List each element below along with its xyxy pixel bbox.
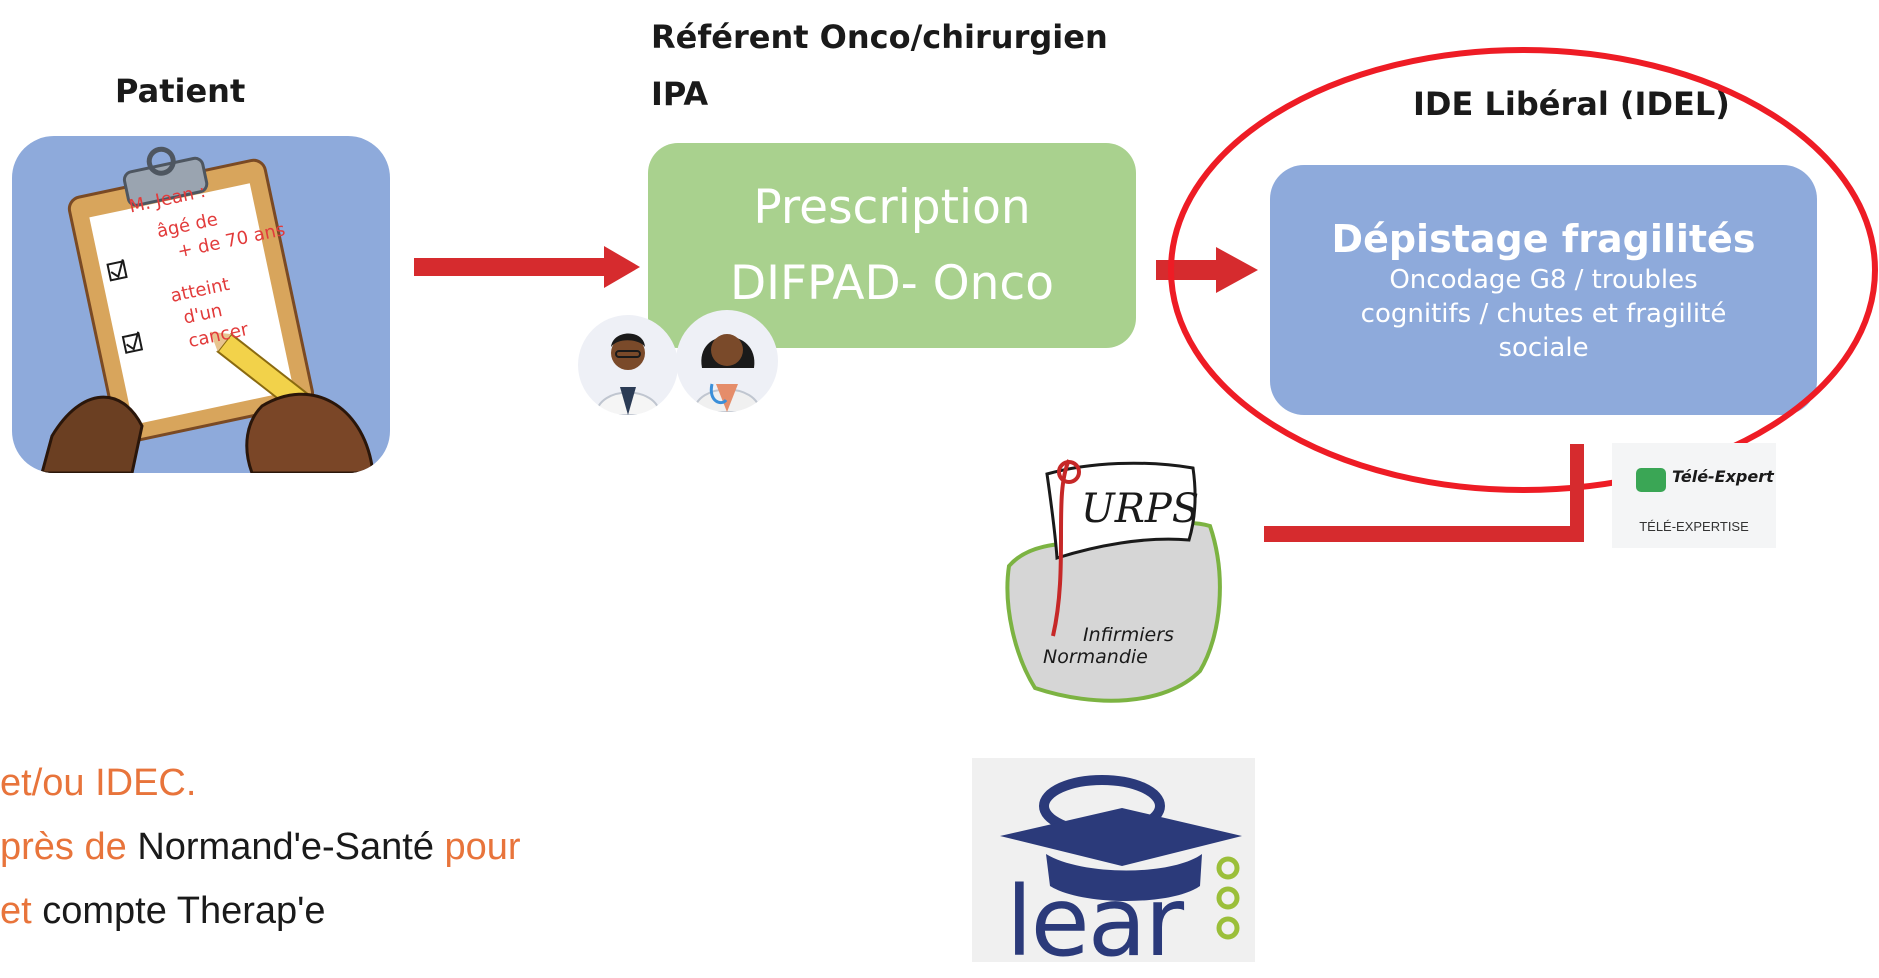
bottom-line-2-prefix: près de [0, 826, 138, 868]
urps-line1: Infirmiers [1083, 624, 1174, 646]
bottom-line-2: près de Normand'e-Santé pour [0, 821, 521, 873]
idel-heading: IDE Libéral (IDEL) [1413, 85, 1730, 123]
bottom-line-3-conj: et [0, 890, 43, 932]
tele-expert-badge-icon [1636, 468, 1666, 492]
highlight-circle [1168, 47, 1878, 493]
prescription-line1: Prescription [753, 179, 1031, 235]
depistage-box: Dépistage fragilités Oncodage G8 / troub… [1270, 165, 1817, 415]
connector-line [1264, 444, 1584, 542]
nurse-avatar [676, 310, 778, 412]
patient-heading: Patient [115, 72, 246, 110]
depistage-sub-line2: cognitifs / chutes et fragilité [1360, 299, 1727, 329]
depistage-sub-line1: Oncodage G8 / troubles [1389, 265, 1698, 295]
tele-expert-label: TÉLÉ-EXPERTISE [1639, 519, 1749, 534]
bottom-line-1-text: et/ou IDEC. [0, 762, 197, 804]
depistage-title: Dépistage fragilités [1331, 217, 1756, 261]
bottom-line-2-org: Normand'e-Santé [137, 826, 434, 868]
learn-e-text: lear [1006, 866, 1184, 978]
depistage-sub-line3: sociale [1498, 333, 1589, 363]
bottom-line-3-account: compte Therap'e [42, 890, 326, 932]
bottom-line-3: et compte Therap'e [0, 885, 326, 937]
prescription-line2: DIFPAD- Onco [729, 255, 1055, 311]
ipa-heading: IPA [651, 75, 709, 113]
tele-expert-logo: Télé-Expert TÉLÉ-EXPERTISE [1612, 443, 1776, 548]
bottom-line-2-suffix: pour [433, 826, 521, 868]
tele-expert-brand: Télé-Expert [1672, 467, 1774, 486]
patient-illustration: M. Jean : âgé de + de 70 ans atteint d'u… [12, 136, 390, 473]
urps-line2: Normandie [1043, 646, 1148, 668]
urps-logo: URPS Infirmiers Normandie [995, 456, 1227, 711]
arrow-patient-to-prescription [414, 246, 640, 288]
bottom-line-1: et/ou IDEC. [0, 757, 196, 809]
urps-title: URPS [1081, 486, 1200, 532]
referent-heading: Référent Onco/chirurgien [651, 18, 1108, 56]
clipboard-icon [40, 146, 374, 473]
doctor-avatar [578, 315, 678, 415]
learn-e-logo: lear [972, 758, 1255, 970]
